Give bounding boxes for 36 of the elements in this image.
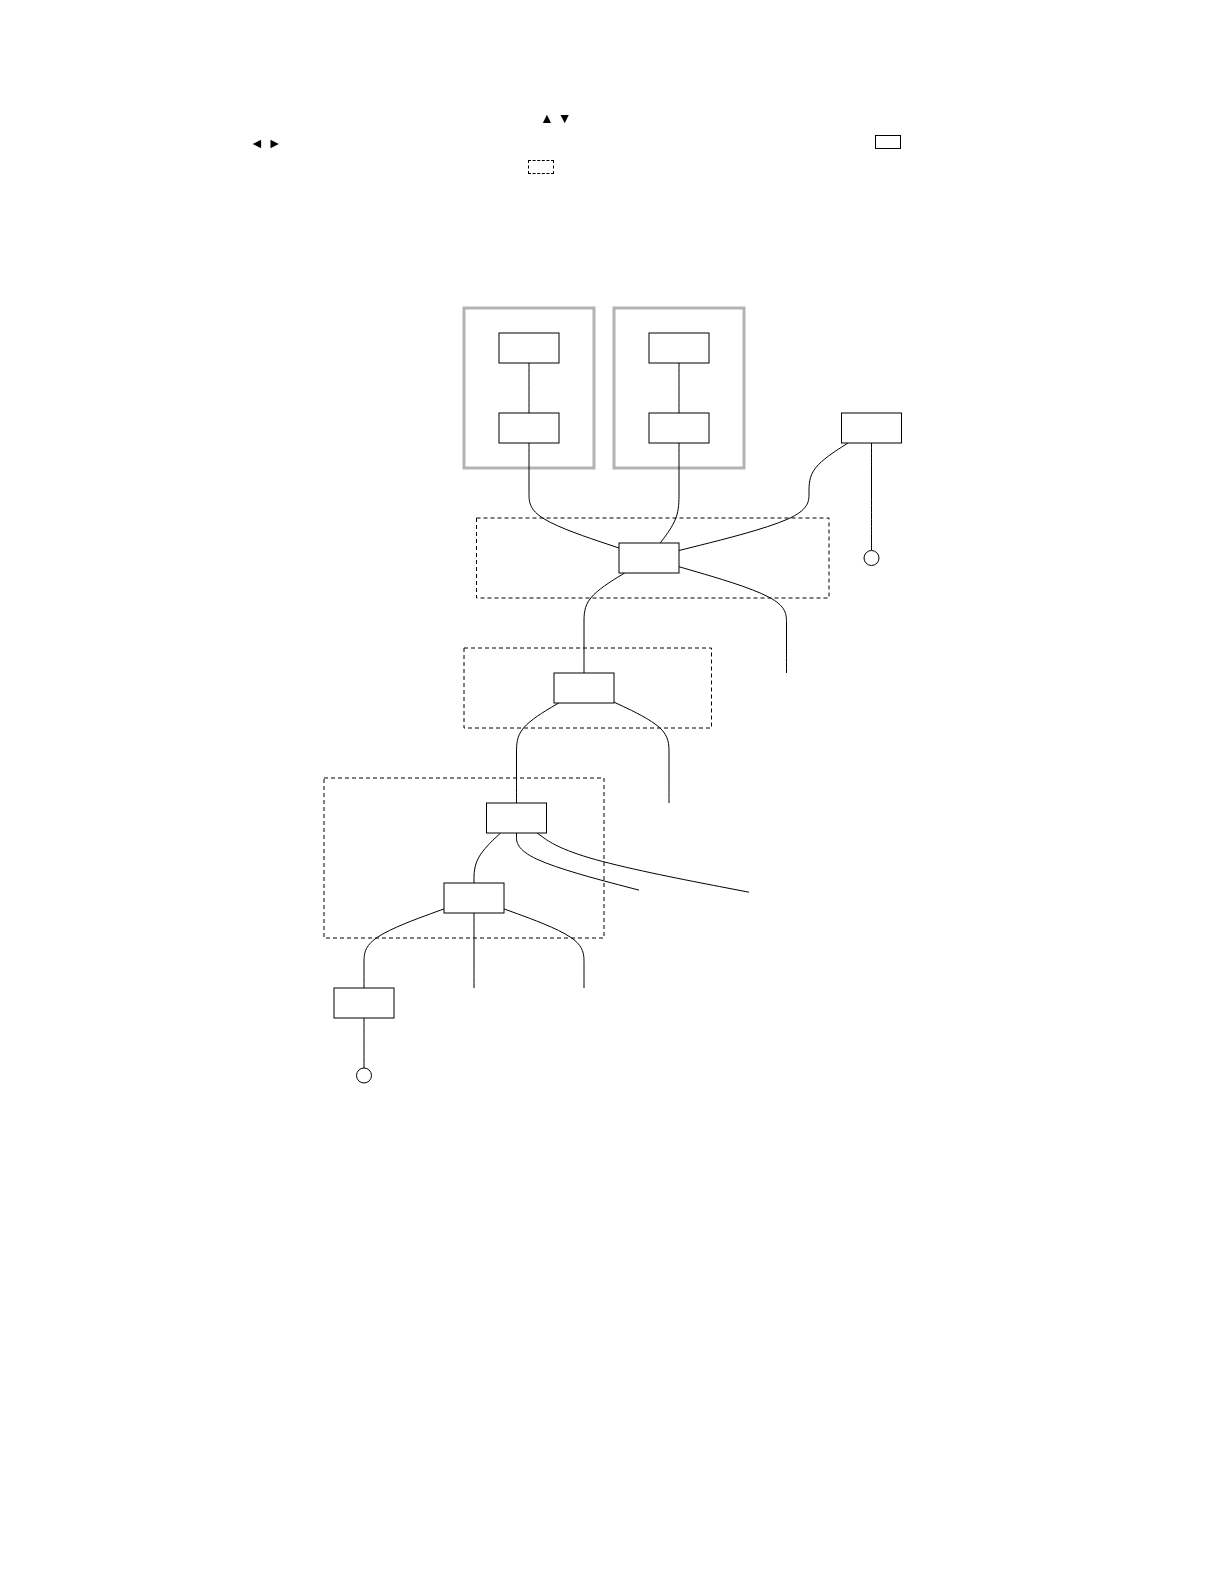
node-circle bbox=[863, 550, 880, 566]
connector bbox=[503, 908, 585, 989]
node-box bbox=[840, 412, 902, 444]
connector bbox=[659, 442, 680, 544]
connector bbox=[528, 362, 530, 414]
node-box bbox=[553, 672, 615, 704]
cluster bbox=[323, 777, 605, 939]
connector bbox=[678, 566, 787, 674]
node-box bbox=[648, 412, 710, 444]
arrow-symbols: ▲ ▼ bbox=[540, 110, 572, 126]
node-box bbox=[333, 987, 395, 1019]
node-box bbox=[648, 332, 710, 364]
connector bbox=[473, 912, 475, 989]
connector bbox=[613, 701, 670, 804]
connector bbox=[536, 832, 750, 893]
node-box bbox=[485, 802, 547, 834]
node-circle bbox=[355, 1067, 372, 1084]
cluster bbox=[612, 306, 746, 470]
connector bbox=[473, 832, 501, 884]
arrow-symbols: ◄ ► bbox=[250, 135, 282, 151]
connector bbox=[528, 442, 620, 549]
connector bbox=[363, 1017, 365, 1069]
node-box bbox=[618, 542, 680, 574]
node-box bbox=[498, 332, 560, 364]
connector bbox=[363, 908, 445, 989]
cluster bbox=[475, 517, 830, 599]
connector bbox=[515, 702, 559, 804]
connector bbox=[870, 442, 872, 551]
connector bbox=[678, 442, 849, 551]
connector bbox=[583, 572, 625, 674]
connector bbox=[515, 832, 640, 891]
node-box bbox=[498, 412, 560, 444]
node-box bbox=[443, 882, 505, 914]
cluster bbox=[462, 306, 596, 470]
connector bbox=[678, 362, 680, 414]
cluster bbox=[463, 647, 712, 729]
